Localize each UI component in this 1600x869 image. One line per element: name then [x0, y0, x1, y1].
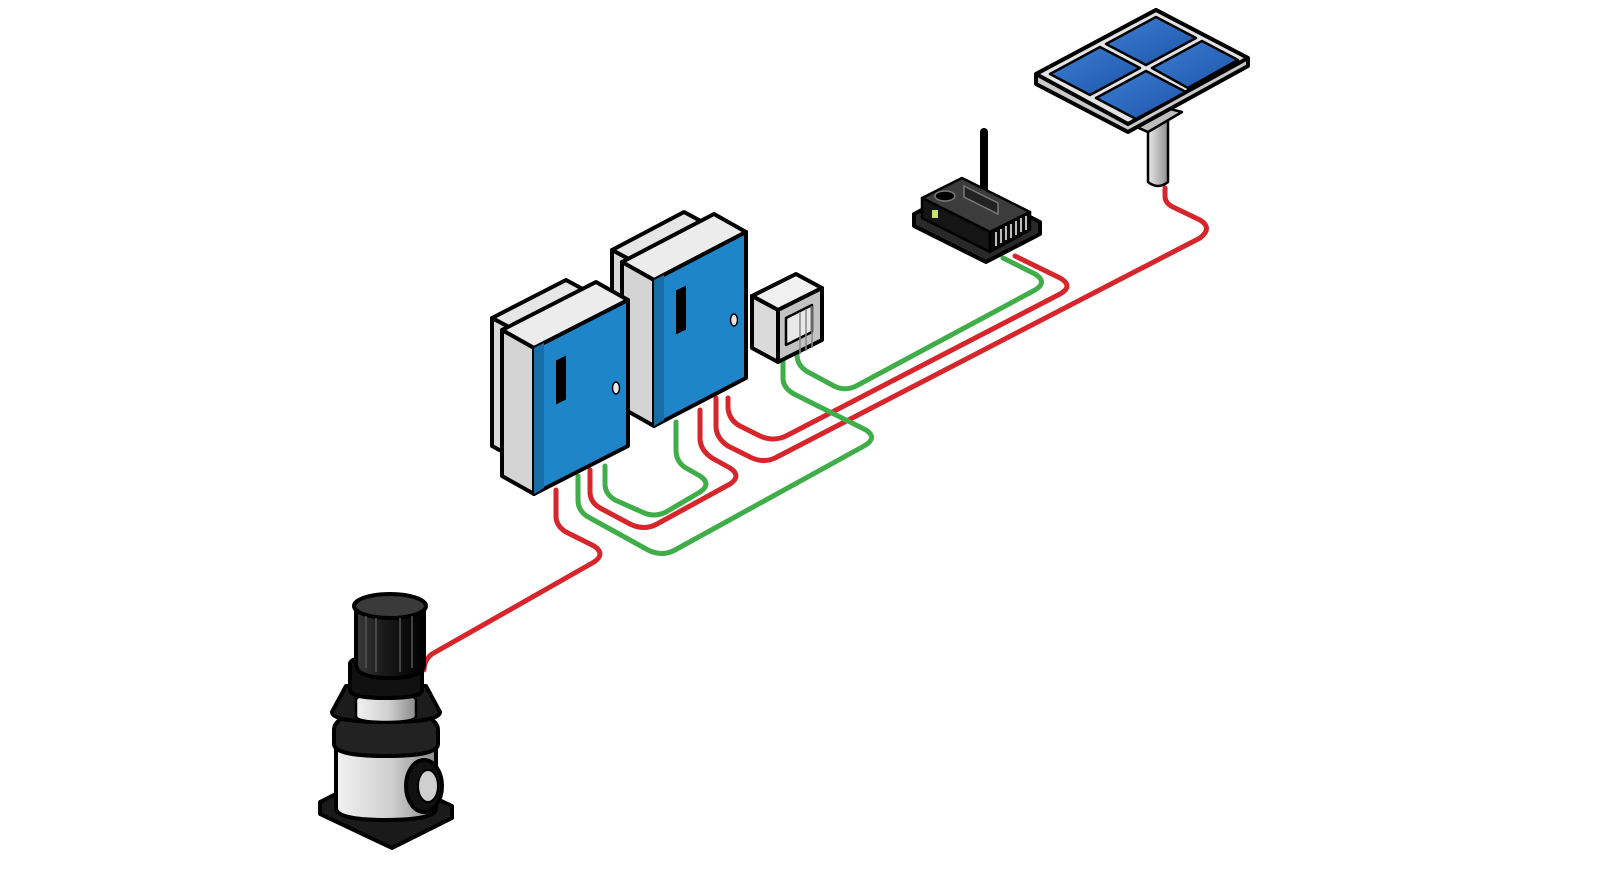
radio-transmitter-icon — [912, 128, 1042, 264]
signal-wire-transmitter-to-junction-box — [794, 255, 1044, 392]
power-wire-cabinet-1-to-pump — [421, 487, 603, 673]
wiring — [421, 185, 1209, 673]
junction-box-icon — [750, 272, 824, 364]
solar-panel-icon — [1034, 8, 1250, 188]
control-cabinet-icon — [490, 278, 630, 496]
signal-wire-junction-box-to-cabinet-1 — [575, 341, 874, 556]
power-wire-cabinet-1-to-cabinet-2 — [587, 407, 739, 530]
vertical-pump-icon — [318, 592, 454, 850]
control-cabinet-icon — [610, 210, 748, 428]
power-wire-transmitter-to-cabinet-2 — [725, 253, 1070, 442]
signal-wire-cabinet-1-to-cabinet-2 — [602, 419, 709, 518]
power-wire-solar-to-cabinet-2 — [713, 185, 1209, 464]
